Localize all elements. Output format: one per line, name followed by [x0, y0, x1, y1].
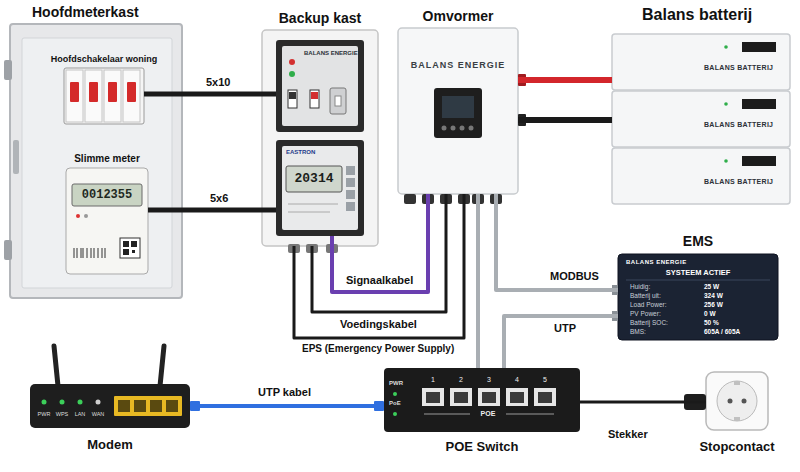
inverter-title: Omvormer [423, 8, 494, 24]
edge-label: Voedingskabel [338, 318, 419, 331]
battery-module: BALANS BATTERIJ [612, 148, 790, 204]
meter-label: Slimme meter [74, 153, 140, 165]
breaker-label: Hoofdschakelaar woning [51, 54, 158, 64]
modbus-cable [496, 194, 618, 290]
modem: ModemPWRWPSLANWAN [30, 384, 190, 428]
brand-name: EASTRON [286, 149, 315, 156]
ems-row-label: Huidig: [630, 283, 650, 290]
cabinet-title: Backup kast [279, 10, 361, 26]
meter-cabinet: HoofdmeterkastHoofdschakelaar woningSlim… [10, 24, 182, 298]
poe-label: POE [468, 410, 508, 418]
power-cable [144, 92, 276, 97]
port-number: 5 [539, 376, 551, 384]
ems-row-label: Batterij SOC: [630, 319, 668, 326]
utp-cable [190, 404, 384, 408]
battery-brand: BALANS BATTERIJ [704, 121, 773, 129]
smart-meter: Slimme meter0012355 [66, 168, 148, 274]
inverter: OmvormerBALANS ENERGIE [398, 28, 518, 194]
kwh-meter: EASTRON 20314 [276, 140, 364, 236]
led-label: WPS [53, 411, 71, 417]
led-label: WAN [89, 411, 107, 417]
power-cord [580, 401, 706, 404]
port-number: 1 [427, 376, 439, 384]
status-text: SYSTEEM ACTIEF [666, 269, 731, 278]
ems-row-label: BMS: [630, 328, 646, 335]
battery-cable [518, 117, 612, 123]
led-label: PoE [389, 400, 401, 407]
port-number: 4 [511, 376, 523, 384]
ems-title: EMS [683, 233, 713, 249]
signal-cable [332, 194, 428, 292]
port-number: 3 [483, 376, 495, 384]
led-label: PWR [35, 411, 53, 417]
ems-row-label: Load Power: [630, 301, 667, 308]
battery-module: BALANS BATTERIJ [612, 91, 790, 147]
battery-stack: Balans batterijBALANS BATTERIJBALANS BAT… [612, 34, 790, 204]
ems-row-value: 50 % [704, 319, 719, 326]
brand-logo: BALANS ENERGIE [304, 50, 358, 57]
backup-cabinet: Backup kastBALANS ENERGIEEASTRON20314 [262, 30, 378, 246]
brand-logo: BALANS ENERGIE [411, 60, 506, 70]
ems-row-label: PV Power: [630, 310, 661, 317]
power-cable [312, 194, 446, 312]
edge-label: 5x6 [208, 192, 230, 205]
battery-title: Balans batterij [642, 6, 752, 24]
edge-label: 5x10 [204, 76, 232, 89]
edge-label: Stekker [606, 428, 650, 441]
led-label: PWR [389, 380, 403, 387]
meter-reading: 20314 [286, 166, 342, 192]
meter-reading: 0012355 [72, 184, 142, 206]
port-number: 2 [455, 376, 467, 384]
ems-row-value: 324 W [704, 292, 723, 299]
led-label: LAN [71, 411, 89, 417]
network-cable [476, 194, 480, 368]
ems-row-value: 25 W [704, 283, 719, 290]
battery-brand: BALANS BATTERIJ [704, 64, 773, 72]
edge-label: UTP kabel [256, 386, 313, 399]
poe-switch: POE SwitchPWRPoE12345POE [384, 368, 580, 432]
wall-socket: Stopcontact [706, 372, 768, 430]
socket-title: Stopcontact [699, 440, 774, 455]
ems-row-value: 0 W [704, 310, 716, 317]
battery-module: BALANS BATTERIJ [612, 34, 790, 90]
eps-cable [294, 194, 464, 338]
ems-row-label: Batterij uit: [630, 292, 661, 299]
modem-title: Modem [87, 438, 133, 453]
network-cable [504, 316, 618, 368]
battery-brand: BALANS BATTERIJ [704, 178, 773, 186]
brand-logo: BALANS ENERGIE [626, 259, 687, 266]
ems-display: EMSBALANS ENERGIESYSTEEM ACTIEFHuidig:25… [618, 254, 778, 340]
edge-label: Signaalkabel [344, 274, 415, 287]
ems-row-value: 605A / 605A [704, 328, 740, 335]
switch-title: POE Switch [446, 440, 519, 455]
cabinet-title: Hoofdmeterkast [32, 4, 139, 20]
backup-unit: BALANS ENERGIE [276, 40, 364, 132]
main-breaker: Hoofdschakelaar woning [64, 68, 144, 124]
power-cable [148, 208, 276, 213]
ems-row-value: 256 W [704, 301, 723, 308]
edge-label: UTP [552, 322, 578, 335]
edge-label: MODBUS [548, 270, 601, 283]
battery-cable [518, 77, 612, 83]
edge-label: EPS (Emergency Power Supply) [300, 343, 456, 355]
